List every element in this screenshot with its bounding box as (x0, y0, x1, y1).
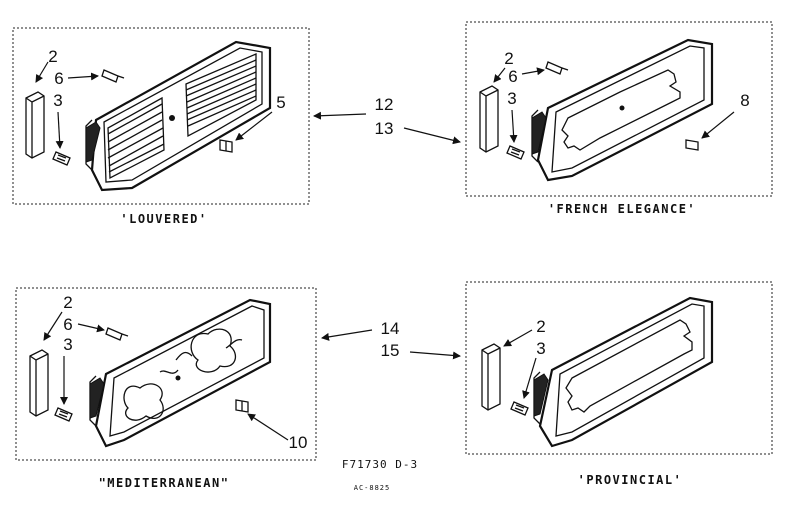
callout-14: 14 (381, 319, 400, 338)
label-2: 2 (48, 47, 57, 66)
callout-13: 13 (375, 119, 394, 138)
panel-mediterranean-border (15, 287, 317, 461)
label-2: 2 (536, 317, 545, 336)
callout-15: 15 (381, 341, 400, 360)
mediterranean-grille (89, 298, 272, 448)
label-6: 6 (508, 67, 517, 86)
panel-french-elegance: 2 6 3 8 'FRENCH ELEGA (465, 21, 773, 216)
end-post (479, 85, 499, 153)
screw-3 (52, 151, 71, 166)
caption-mediterranean: "MEDITERRANEAN" (99, 476, 230, 490)
panel-provincial: 2 3 'PROVINCIAL' (465, 281, 773, 487)
screw-3 (506, 145, 525, 160)
label-10: 10 (289, 433, 308, 452)
panel-louvered: 2 6 3 5 (12, 27, 310, 226)
panel-french-border (465, 21, 773, 197)
french-elegance-grille (531, 38, 714, 182)
label-8: 8 (740, 91, 749, 110)
label-3: 3 (536, 339, 545, 358)
screw-3 (54, 407, 73, 422)
label-2: 2 (63, 293, 72, 312)
end-post (25, 91, 45, 159)
panel-louvered-border (12, 27, 310, 205)
drawing-subcode: AC-8825 (354, 484, 391, 492)
panel-mediterranean: 2 6 3 10 (15, 287, 317, 490)
end-post (481, 343, 501, 411)
screw-10 (235, 399, 249, 413)
label-3: 3 (53, 91, 62, 110)
louvered-grille (85, 40, 272, 192)
screw-6 (545, 61, 569, 75)
label-3: 3 (507, 89, 516, 108)
panel-provincial-border (465, 281, 773, 455)
caption-french-elegance: 'FRENCH ELEGANCE' (548, 202, 696, 216)
provincial-grille (533, 296, 714, 448)
label-5: 5 (276, 93, 285, 112)
end-post (29, 349, 49, 417)
screw-6 (105, 327, 129, 341)
screw-3 (510, 401, 529, 416)
label-3: 3 (63, 335, 72, 354)
caption-provincial: 'PROVINCIAL' (578, 473, 683, 487)
callout-12: 12 (375, 95, 394, 114)
screw-5 (219, 139, 233, 153)
label-2: 2 (504, 49, 513, 68)
screw-8 (685, 139, 699, 151)
drawing-code: F71730 D-3 (342, 458, 418, 471)
screw-6 (101, 69, 125, 83)
label-6: 6 (63, 315, 72, 334)
caption-louvered: 'LOUVERED' (120, 212, 207, 226)
label-6: 6 (54, 69, 63, 88)
